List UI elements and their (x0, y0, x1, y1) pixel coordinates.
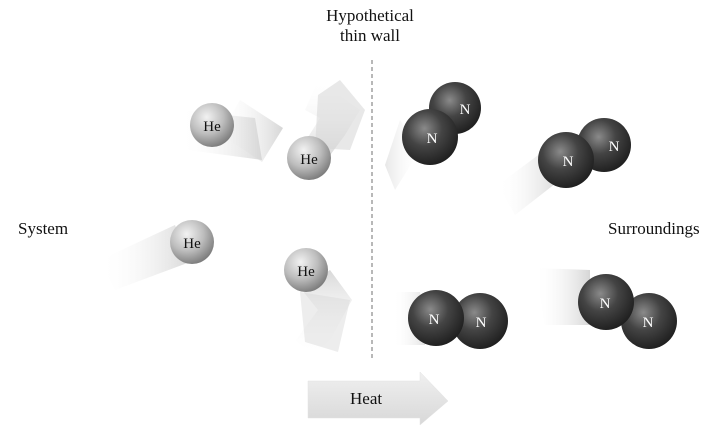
nitrogen-molecule: N N (402, 82, 481, 165)
surroundings-label: Surroundings (608, 219, 700, 238)
nitrogen-label: N (427, 131, 438, 147)
helium-atom: He (170, 220, 214, 264)
heat-arrow (307, 371, 449, 426)
wall-label-line1: Hypothetical (326, 6, 414, 25)
helium-label: He (203, 119, 221, 135)
nitrogen-label: N (429, 312, 440, 328)
nitrogen-label: N (609, 139, 620, 155)
helium-atom: He (287, 136, 331, 180)
nitrogen-molecule: N N (408, 290, 508, 349)
nitrogen-molecule: N N (578, 274, 677, 349)
helium-label: He (300, 152, 318, 168)
heat-label: Heat (350, 389, 383, 408)
nitrogen-molecule: N N (538, 118, 631, 188)
helium-atom: He (284, 248, 328, 292)
helium-atom: He (190, 103, 234, 147)
nitrogen-label: N (476, 315, 487, 331)
nitrogen-label: N (460, 102, 471, 118)
nitrogen-label: N (643, 315, 654, 331)
wall-label: Hypothetical thin wall (300, 6, 440, 45)
system-label: System (18, 219, 69, 238)
helium-label: He (297, 264, 315, 280)
nitrogen-label: N (563, 154, 574, 170)
wall-label-line2: thin wall (340, 25, 400, 45)
nitrogen-label: N (600, 296, 611, 312)
helium-label: He (183, 236, 201, 252)
motion-trails (100, 80, 590, 356)
